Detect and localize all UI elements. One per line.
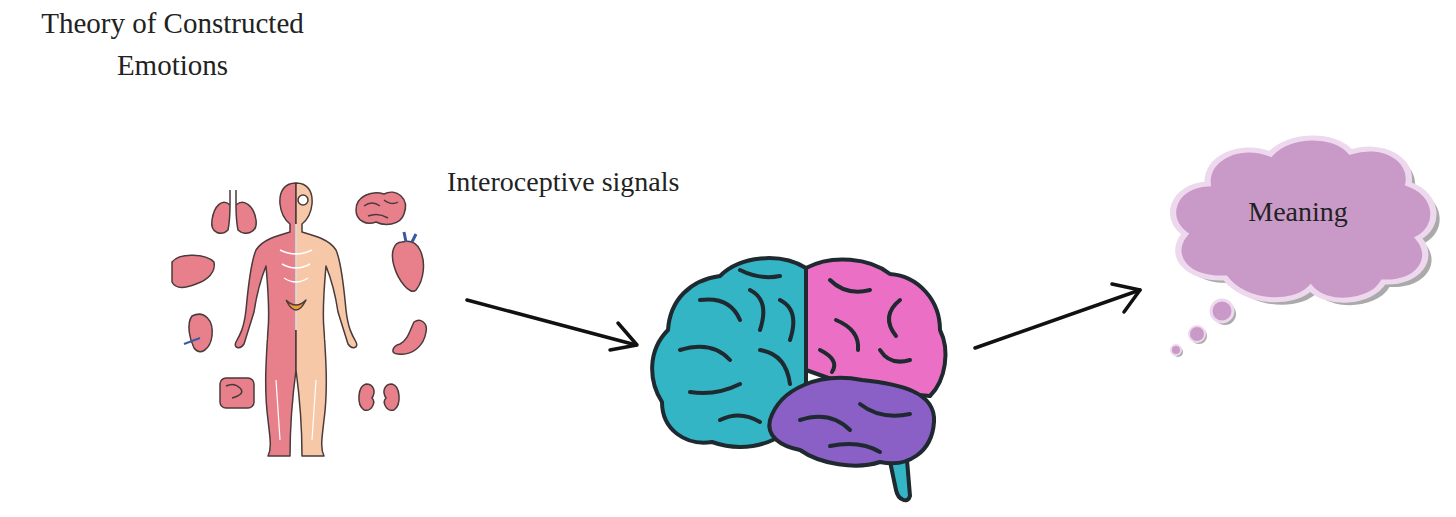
- brain-illustration: [652, 258, 945, 500]
- cloud-text: Meaning: [1150, 196, 1446, 228]
- body-figure: [235, 183, 356, 456]
- thought-cloud: Meaning: [1150, 128, 1446, 312]
- diagram-title: Theory of Constructed Emotions: [10, 2, 335, 86]
- organs: [172, 190, 426, 410]
- thought-bubbles: [1171, 300, 1236, 357]
- signal-label: Interoceptive signals: [447, 166, 679, 198]
